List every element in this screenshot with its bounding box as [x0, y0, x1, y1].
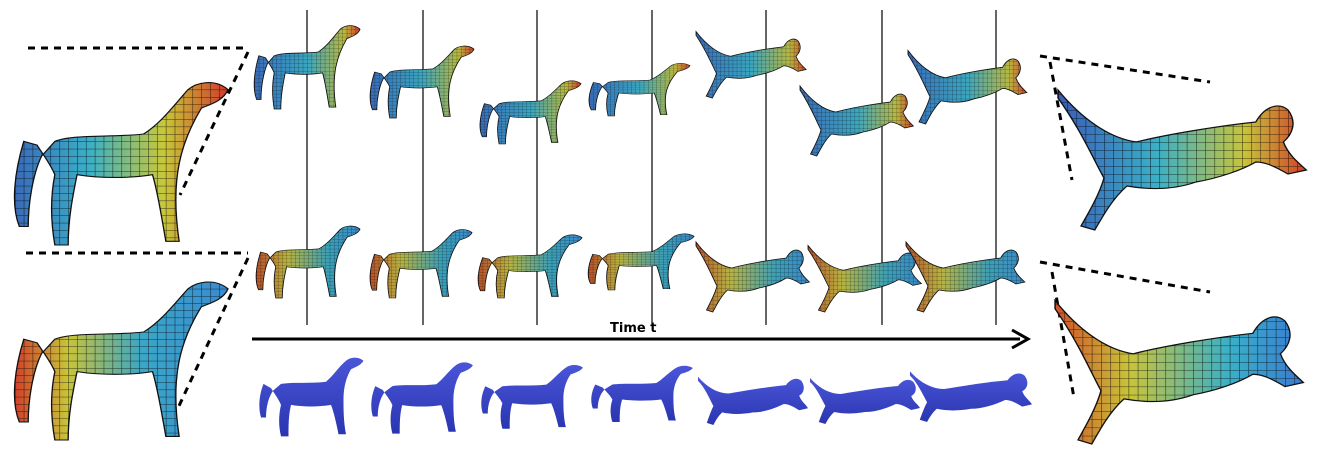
connector-right-top-lower — [1050, 62, 1072, 180]
silhouette-frame-5 — [698, 377, 808, 425]
connector-right-bottom-lower — [1052, 272, 1074, 398]
connector-right-top-upper — [1040, 56, 1210, 82]
silhouette-frame-3 — [481, 365, 583, 429]
top-frame-2 — [370, 46, 474, 118]
target-cat-top — [1058, 90, 1306, 230]
middle-frame-7 — [906, 242, 1025, 312]
middle-row — [256, 226, 1025, 312]
middle-frame-5 — [696, 242, 809, 312]
top-frame-3 — [480, 81, 581, 144]
target-cat-bottom — [1055, 301, 1303, 445]
silhouette-frame-4 — [591, 366, 693, 422]
silhouette-frame-6 — [810, 378, 920, 424]
middle-frame-4 — [588, 234, 694, 290]
connector-right-bottom-upper — [1040, 262, 1210, 292]
silhouette-frame-1 — [259, 358, 363, 437]
top-frame-6 — [800, 86, 913, 156]
top-row — [254, 26, 1027, 156]
bottom-row — [259, 358, 1032, 437]
time-axis-label: Time t — [610, 321, 656, 336]
source-horse-bottom — [14, 282, 228, 440]
top-frame-7 — [908, 51, 1027, 125]
middle-frame-1 — [256, 226, 360, 298]
middle-frame-3 — [478, 235, 582, 298]
time-axis: Time t — [252, 321, 1028, 348]
silhouette-frame-7 — [910, 371, 1032, 422]
middle-frame-6 — [808, 246, 921, 313]
silhouette-frame-2 — [371, 362, 473, 433]
middle-frame-2 — [370, 230, 472, 298]
top-frame-5 — [696, 32, 806, 99]
top-frame-4 — [589, 63, 690, 116]
